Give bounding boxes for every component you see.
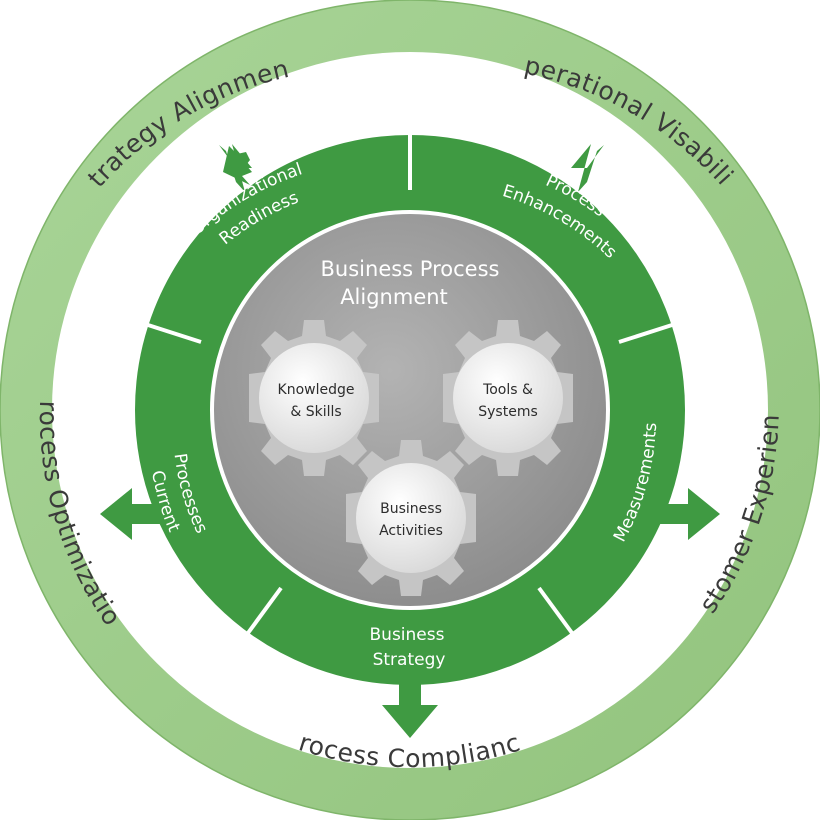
gear-hub	[453, 343, 563, 453]
gear-label-knowledge: Knowledge	[278, 382, 355, 398]
gear-tools-systems	[443, 320, 573, 476]
gear-label-skills: & Skills	[290, 404, 341, 420]
gear-label-tools: Tools &	[482, 382, 533, 398]
gear-label-systems: Systems	[478, 404, 538, 420]
arrow-left-icon	[100, 488, 165, 540]
segment-dividers	[147, 135, 673, 635]
gear-knowledge-skills	[249, 320, 379, 476]
arrow-upper-left-icon	[219, 144, 252, 192]
gear-label-activities: Activities	[379, 523, 443, 539]
gear-label-business: Business	[380, 501, 442, 517]
center-disc	[210, 210, 610, 610]
label-strategy: Strategy	[373, 650, 446, 670]
label-business: Business	[370, 625, 445, 645]
arrow-bottom-icon	[382, 668, 438, 738]
gear-hub	[356, 463, 466, 573]
arrow-upper-left-icon	[223, 146, 252, 185]
center-title-line-1: Business Process	[321, 257, 500, 281]
center-title-line-2: Alignment	[340, 285, 448, 309]
gear-hub	[259, 343, 369, 453]
arrow-upper-right-icon	[571, 144, 604, 192]
arrow-right-icon	[655, 488, 720, 540]
gear-business-activities	[346, 440, 476, 596]
arrows	[100, 144, 720, 738]
